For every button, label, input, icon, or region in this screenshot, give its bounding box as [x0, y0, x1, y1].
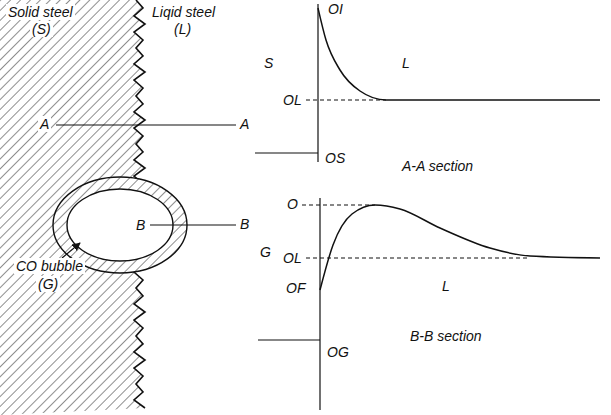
material-symbol: (L): [172, 21, 193, 37]
section-letter: B: [238, 216, 251, 232]
profile-curve-a: [318, 8, 600, 100]
material-label: Solid steel: [6, 4, 75, 20]
phase-symbol: (G): [36, 276, 60, 292]
phase-symbol: L: [440, 278, 452, 294]
material-label: Liqid steel: [150, 4, 217, 20]
section-letter: B: [136, 217, 145, 233]
concentration-plots: [255, 4, 600, 410]
gas-level-b: [258, 339, 320, 340]
liquid-level-a: [306, 99, 386, 100]
oxygen-level: OL: [281, 92, 304, 108]
axis-a: [317, 4, 318, 162]
section-line-a: [56, 124, 236, 125]
profile-curve-b: [320, 205, 600, 290]
section-letter: A: [238, 116, 251, 132]
axis-b: [319, 198, 320, 410]
peak-level-b: [302, 204, 375, 205]
phase-symbol: L: [400, 55, 412, 71]
section-line-b: [150, 224, 236, 225]
oxygen-level: OF: [284, 280, 307, 296]
section-title: B-B section: [408, 328, 484, 344]
oxygen-level: OG: [325, 344, 351, 360]
oxygen-level: O: [285, 196, 300, 212]
liquid-level-b: [306, 257, 530, 258]
bubble-label: CO bubble: [14, 258, 85, 274]
oxygen-level: OL: [281, 250, 304, 266]
section-letter: A: [38, 116, 51, 132]
co-bubble: B: [67, 189, 173, 261]
solid-level-a: [255, 152, 318, 153]
oxygen-level: OI: [326, 1, 345, 17]
oxygen-level: OS: [323, 150, 347, 166]
bubble-outline: [67, 189, 173, 261]
phase-symbol: S: [262, 55, 275, 71]
material-symbol: (S): [30, 21, 53, 37]
solid-steel-region: [0, 0, 187, 415]
section-lines: [56, 125, 236, 258]
section-title: A-A section: [400, 158, 475, 174]
bubble-leader: [62, 243, 80, 258]
phase-symbol: G: [258, 244, 273, 260]
